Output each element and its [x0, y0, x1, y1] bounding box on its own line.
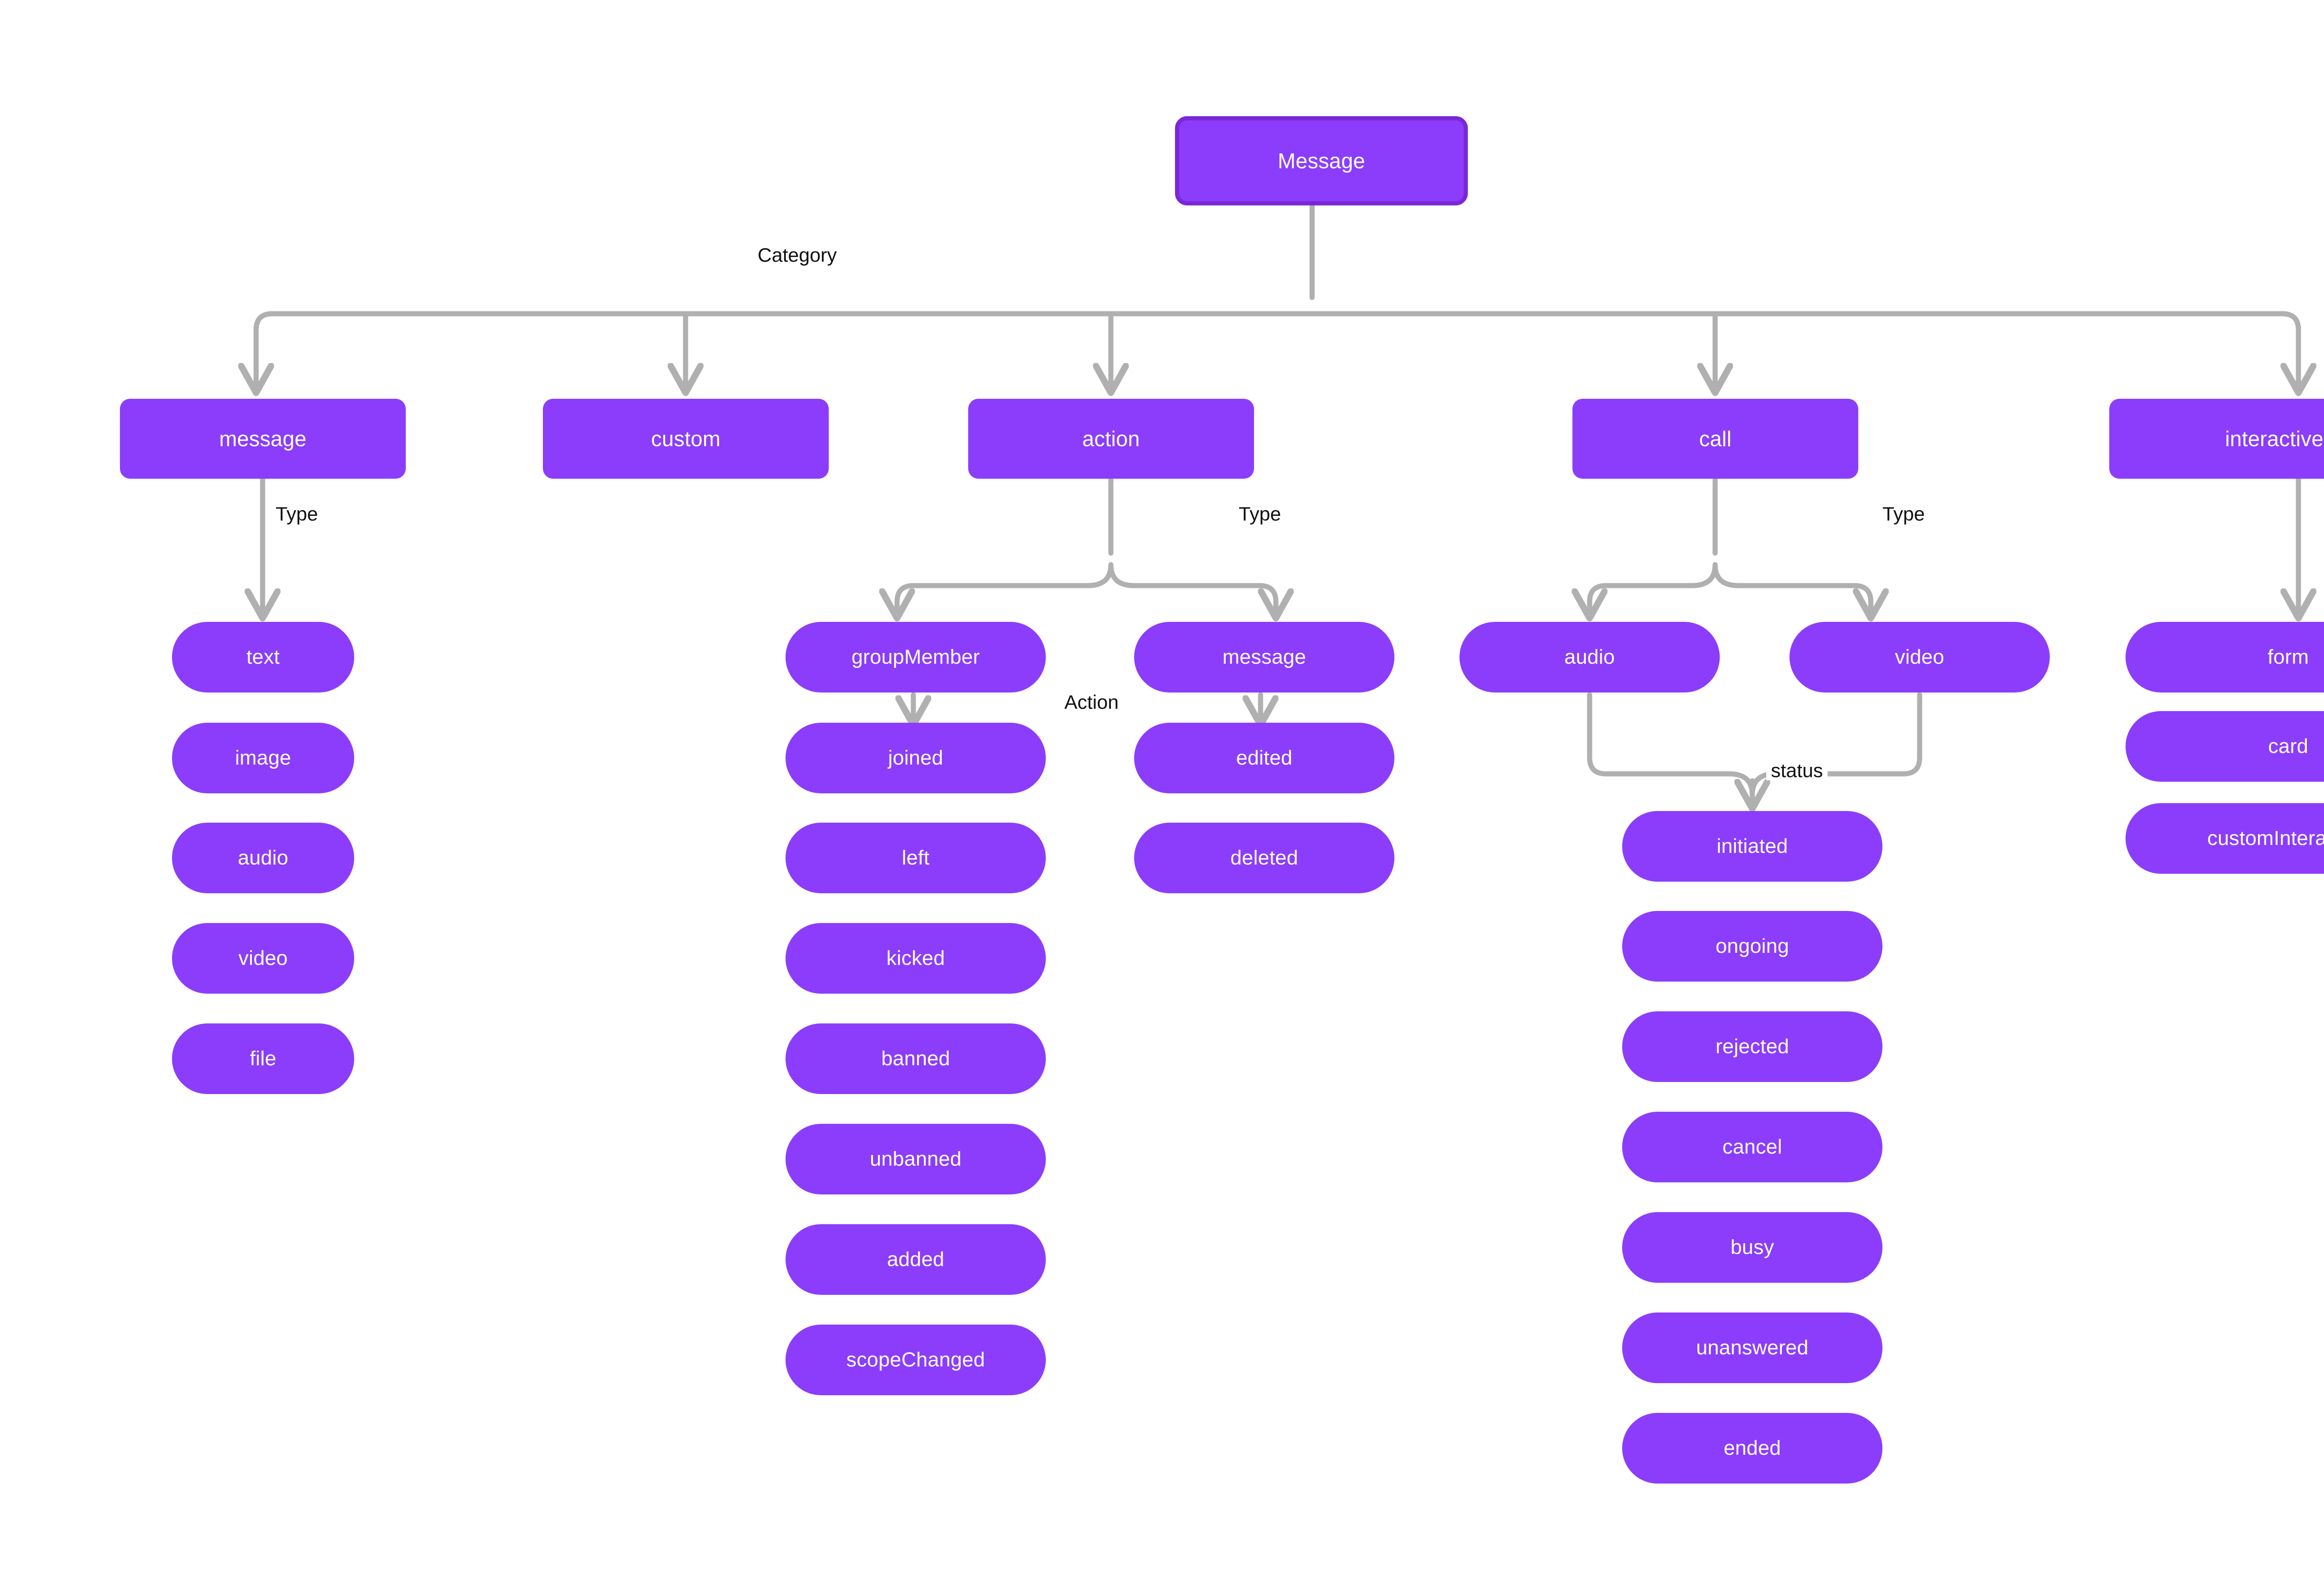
node-interactive-type-form[interactable]: form [2126, 622, 2324, 693]
node-label: ended [1723, 1436, 1781, 1459]
edge-label-type-action: Type [1234, 504, 1286, 524]
node-label: interactive [2225, 426, 2324, 451]
node-message-type-text[interactable]: text [172, 622, 354, 693]
node-label: unbanned [870, 1147, 962, 1170]
node-call-status-initiated[interactable]: initiated [1622, 811, 1882, 882]
node-label: ongoing [1716, 934, 1789, 957]
node-label: message [1222, 645, 1306, 668]
node-category-custom[interactable]: custom [543, 399, 829, 479]
node-groupmember-action-added[interactable]: added [786, 1224, 1046, 1295]
node-label: unanswered [1696, 1336, 1809, 1359]
edge-label-category: Category [753, 245, 842, 265]
node-label: image [235, 746, 291, 769]
node-groupmember-action-banned[interactable]: banned [786, 1023, 1046, 1094]
node-message-root[interactable]: Message [1175, 116, 1468, 205]
node-groupmember-action-unbanned[interactable]: unbanned [786, 1124, 1046, 1194]
node-label: Message [1277, 148, 1366, 173]
node-category-action[interactable]: action [968, 399, 1254, 479]
node-label: deleted [1230, 846, 1298, 869]
node-label: joined [888, 746, 944, 769]
node-label: groupMember [851, 645, 980, 668]
node-label: action [1082, 426, 1140, 451]
node-label: card [2268, 734, 2309, 758]
node-message-action-edited[interactable]: edited [1134, 723, 1394, 793]
node-call-status-rejected[interactable]: rejected [1622, 1011, 1882, 1082]
node-groupmember-action-scopechanged[interactable]: scopeChanged [786, 1325, 1046, 1395]
node-category-call[interactable]: call [1572, 399, 1858, 479]
node-label: rejected [1715, 1035, 1789, 1058]
node-category-message[interactable]: message [120, 399, 406, 479]
node-groupmember-action-left[interactable]: left [786, 823, 1046, 893]
node-label: banned [881, 1047, 951, 1070]
node-label: added [887, 1247, 944, 1271]
edge-label-action: Action [1060, 693, 1123, 712]
node-label: text [246, 645, 280, 668]
edge-label-type-interactive: Type [2322, 503, 2324, 523]
node-label: video [1895, 645, 1945, 668]
node-interactive-type-custominteractive[interactable]: customInteractive [2126, 803, 2324, 874]
node-call-status-ended[interactable]: ended [1622, 1413, 1882, 1484]
edge-label-type-call: Type [1878, 504, 1930, 524]
node-label: message [219, 426, 307, 451]
node-label: audio [238, 846, 289, 869]
edge-label-type-message: Type [271, 504, 323, 524]
node-label: kicked [886, 946, 945, 970]
node-call-type-video[interactable]: video [1789, 622, 2050, 693]
node-label: video [238, 946, 288, 970]
node-label: file [250, 1047, 277, 1070]
node-call-status-cancel[interactable]: cancel [1622, 1112, 1882, 1182]
node-label: initiated [1717, 834, 1788, 857]
node-category-interactive[interactable]: interactive [2109, 399, 2324, 479]
node-message-type-audio[interactable]: audio [172, 823, 354, 893]
node-label: left [902, 846, 930, 869]
node-message-type-image[interactable]: image [172, 723, 354, 793]
node-label: form [2267, 645, 2309, 668]
node-call-status-busy[interactable]: busy [1622, 1212, 1882, 1283]
node-message-type-file[interactable]: file [172, 1023, 354, 1094]
node-action-type-groupmember[interactable]: groupMember [786, 622, 1046, 693]
node-call-status-unanswered[interactable]: unanswered [1622, 1313, 1882, 1383]
node-interactive-type-card[interactable]: card [2126, 711, 2324, 782]
node-action-type-message[interactable]: message [1134, 622, 1394, 693]
node-label: audio [1564, 645, 1615, 668]
node-groupmember-action-kicked[interactable]: kicked [786, 923, 1046, 994]
node-label: custom [651, 426, 721, 451]
node-label: scopeChanged [846, 1348, 985, 1371]
node-label: edited [1236, 746, 1293, 769]
node-call-status-ongoing[interactable]: ongoing [1622, 911, 1882, 982]
node-label: call [1699, 426, 1732, 451]
node-label: cancel [1722, 1135, 1783, 1158]
node-label: customInteractive [2207, 826, 2324, 850]
node-groupmember-action-joined[interactable]: joined [786, 723, 1046, 793]
node-message-action-deleted[interactable]: deleted [1134, 823, 1394, 893]
edge-label-status: status [1766, 761, 1828, 780]
node-call-type-audio[interactable]: audio [1459, 622, 1720, 693]
node-message-type-video[interactable]: video [172, 923, 354, 994]
node-label: busy [1730, 1235, 1774, 1259]
